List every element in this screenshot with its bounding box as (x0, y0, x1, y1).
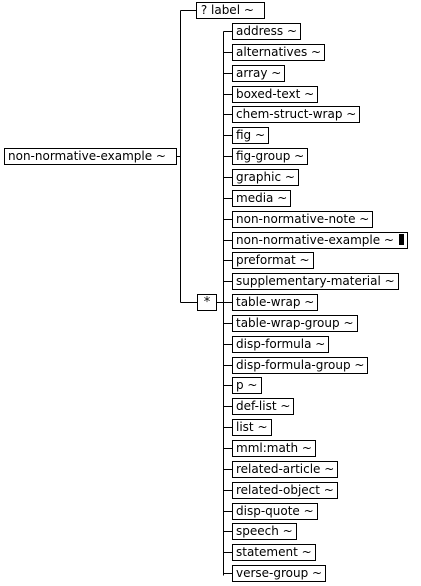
label-element-text: label ~ (211, 3, 254, 17)
child-element-label: statement ~ (236, 545, 312, 559)
child-element-statement[interactable]: statement ~ (232, 544, 316, 561)
optional-label-element[interactable]: ?label ~ (196, 2, 265, 19)
child-element-related-article[interactable]: related-article ~ (232, 461, 339, 478)
child-element-table-wrap[interactable]: table-wrap ~ (232, 294, 319, 311)
child-element-label: boxed-text ~ (236, 87, 315, 101)
child-element-label: preformat ~ (236, 253, 310, 267)
child-element-media[interactable]: media ~ (232, 190, 292, 207)
child-element-label: supplementary-material ~ (236, 274, 395, 288)
child-element-table-wrap-group[interactable]: table-wrap-group ~ (232, 315, 358, 332)
child-element-label: media ~ (236, 191, 288, 205)
child-element-label: fig-group ~ (236, 149, 305, 163)
child-element-disp-formula-group[interactable]: disp-formula-group ~ (232, 357, 369, 374)
child-element-label: disp-formula ~ (236, 337, 326, 351)
child-element-label: disp-quote ~ (236, 504, 314, 518)
root-element-label: non-normative-example ~ (8, 149, 166, 163)
child-element-supplementary-material[interactable]: supplementary-material ~ (232, 273, 399, 290)
child-element-label: mml:math ~ (236, 441, 312, 455)
child-element-label: related-article ~ (236, 462, 335, 476)
zero-or-more-choice-icon[interactable]: * (197, 294, 217, 311)
root-element-non-normative-example[interactable]: non-normative-example ~ (4, 148, 177, 165)
child-element-label: table-wrap-group ~ (236, 316, 354, 330)
child-element-label: chem-struct-wrap ~ (236, 107, 357, 121)
child-element-fig[interactable]: fig ~ (232, 127, 270, 144)
child-element-label: fig ~ (236, 128, 266, 142)
child-element-label: disp-formula-group ~ (236, 358, 365, 372)
recursion-marker-icon (398, 234, 404, 245)
child-element-label: related-object ~ (236, 483, 334, 497)
child-element-address[interactable]: address ~ (232, 23, 302, 40)
child-element-chem-struct-wrap[interactable]: chem-struct-wrap ~ (232, 106, 361, 123)
child-element-label: p ~ (236, 378, 258, 392)
child-element-non-normative-note[interactable]: non-normative-note ~ (232, 211, 374, 228)
child-element-label: non-normative-note ~ (236, 212, 370, 226)
child-element-label: speech ~ (236, 524, 293, 538)
child-element-p[interactable]: p ~ (232, 377, 262, 394)
child-element-label: verse-group ~ (236, 566, 323, 580)
child-element-preformat[interactable]: preformat ~ (232, 252, 314, 269)
child-element-label: alternatives ~ (236, 45, 322, 59)
child-element-array[interactable]: array ~ (232, 65, 286, 82)
child-element-label: address ~ (236, 24, 298, 38)
child-element-related-object[interactable]: related-object ~ (232, 482, 338, 499)
child-element-label: list ~ (236, 420, 268, 434)
child-element-verse-group[interactable]: verse-group ~ (232, 565, 327, 582)
child-element-label: table-wrap ~ (236, 295, 315, 309)
child-element-disp-formula[interactable]: disp-formula ~ (232, 336, 330, 353)
child-element-list[interactable]: list ~ (232, 419, 272, 436)
child-element-graphic[interactable]: graphic ~ (232, 169, 299, 186)
child-element-fig-group[interactable]: fig-group ~ (232, 148, 309, 165)
child-element-speech[interactable]: speech ~ (232, 523, 297, 540)
child-element-def-list[interactable]: def-list ~ (232, 398, 295, 415)
child-element-non-normative-example[interactable]: non-normative-example ~ (232, 232, 408, 249)
child-element-label: graphic ~ (236, 170, 295, 184)
child-element-label: def-list ~ (236, 399, 291, 413)
child-element-boxed-text[interactable]: boxed-text ~ (232, 86, 319, 103)
child-element-mml-math[interactable]: mml:math ~ (232, 440, 316, 457)
child-element-disp-quote[interactable]: disp-quote ~ (232, 503, 318, 520)
child-element-label: non-normative-example ~ (236, 233, 394, 247)
optional-question-icon: ? (200, 3, 208, 17)
child-element-alternatives[interactable]: alternatives ~ (232, 44, 326, 61)
child-element-label: array ~ (236, 66, 282, 80)
